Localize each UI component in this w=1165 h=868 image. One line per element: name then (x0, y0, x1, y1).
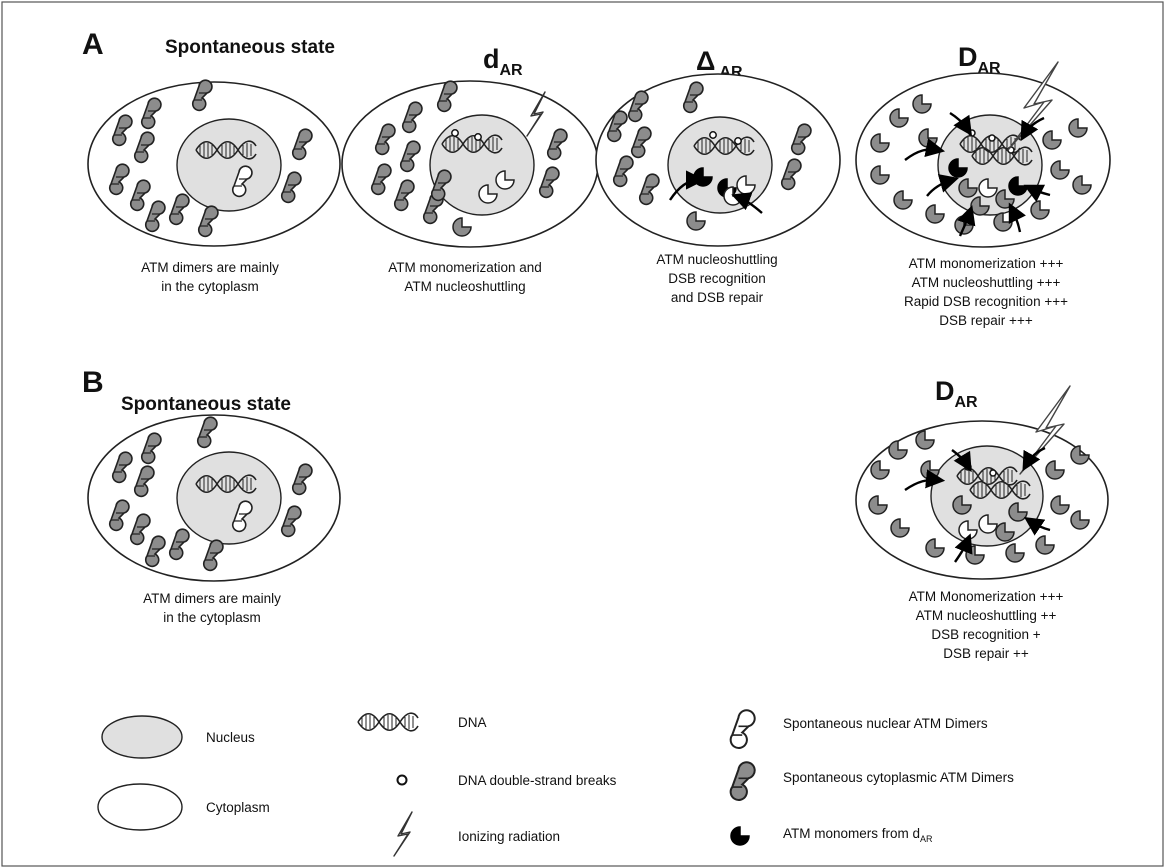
cond-label-a2: dAR (483, 44, 523, 79)
svg-text:DSB recognition: DSB recognition (668, 271, 766, 286)
svg-text:ATM nucleoshuttling ++: ATM nucleoshuttling ++ (916, 608, 1057, 623)
legend-cytoplasm-label: Cytoplasm (206, 800, 270, 815)
cell-b2 (855, 385, 1109, 580)
svg-text:and DSB repair: and DSB repair (671, 290, 764, 305)
state-title-a1: Spontaneous state (165, 37, 335, 58)
legend-dsb-label: DNA double-strand breaks (458, 773, 617, 788)
legend-cytoplasm-swatch (97, 783, 183, 831)
caption-b1: ATM dimers are mainly in the cytoplasm (143, 591, 281, 625)
svg-text:in the cytoplasm: in the cytoplasm (161, 279, 259, 294)
svg-text:ATM Monomerization +++: ATM Monomerization +++ (909, 589, 1064, 604)
cell-a2 (341, 80, 599, 248)
svg-text:ATM dimers are mainly: ATM dimers are mainly (141, 260, 279, 275)
legend-cytoplasmic-dimer-label: Spontaneous cytoplasmic ATM Dimers (783, 770, 1014, 785)
cond-label-a4: DAR (958, 42, 1001, 77)
panel-label-b: B (82, 366, 104, 399)
svg-text:in the cytoplasm: in the cytoplasm (163, 610, 261, 625)
legend-dsb-icon (396, 774, 408, 786)
cond-label-b2: DAR (935, 376, 978, 411)
state-title-b1: Spontaneous state (121, 394, 291, 415)
legend-dna-icon (357, 712, 419, 732)
legend-dna-label: DNA (458, 715, 487, 730)
legend-nuclear-dimer-label: Spontaneous nuclear ATM Dimers (783, 716, 988, 731)
svg-text:ATM dimers are mainly: ATM dimers are mainly (143, 591, 281, 606)
cell-b1 (87, 414, 341, 582)
caption-a4: ATM monomerization +++ ATM nucleoshuttli… (904, 256, 1068, 328)
legend-monomer-icon (730, 826, 750, 846)
legend-radiation-icon (393, 811, 413, 857)
legend-monomer-label: ATM monomers from dAR (783, 826, 933, 844)
panel-label-a: A (82, 28, 104, 61)
legend-cytoplasmic-dimer-icon (729, 761, 756, 801)
legend-nuclear-dimer-icon (729, 709, 756, 749)
cell-a1 (87, 79, 341, 247)
caption-a2: ATM monomerization and ATM nucleoshuttli… (388, 260, 542, 294)
legend-nucleus-swatch (101, 715, 183, 759)
legend-nucleus-label: Nucleus (206, 730, 255, 745)
caption-a3: ATM nucleoshuttling DSB recognition and … (656, 252, 777, 305)
caption-b2: ATM Monomerization +++ ATM nucleoshuttli… (909, 589, 1064, 661)
svg-text:ATM monomerization +++: ATM monomerization +++ (909, 256, 1064, 271)
legend-radiation-label: Ionizing radiation (458, 829, 560, 844)
svg-text:DSB repair +++: DSB repair +++ (939, 313, 1033, 328)
svg-text:ATM nucleoshuttling +++: ATM nucleoshuttling +++ (912, 275, 1061, 290)
cell-a4 (855, 61, 1111, 248)
svg-text:ATM nucleoshuttling: ATM nucleoshuttling (404, 279, 525, 294)
svg-text:DSB recognition +: DSB recognition + (931, 627, 1040, 642)
svg-text:ATM monomerization and: ATM monomerization and (388, 260, 542, 275)
svg-text:Rapid DSB recognition +++: Rapid DSB recognition +++ (904, 294, 1068, 309)
cell-a3 (595, 73, 841, 247)
svg-text:DSB repair ++: DSB repair ++ (943, 646, 1029, 661)
legend: Nucleus Cytoplasm DNA DNA double-strand … (97, 709, 1014, 857)
caption-a1: ATM dimers are mainly in the cytoplasm (141, 260, 279, 294)
svg-text:ATM nucleoshuttling: ATM nucleoshuttling (656, 252, 777, 267)
